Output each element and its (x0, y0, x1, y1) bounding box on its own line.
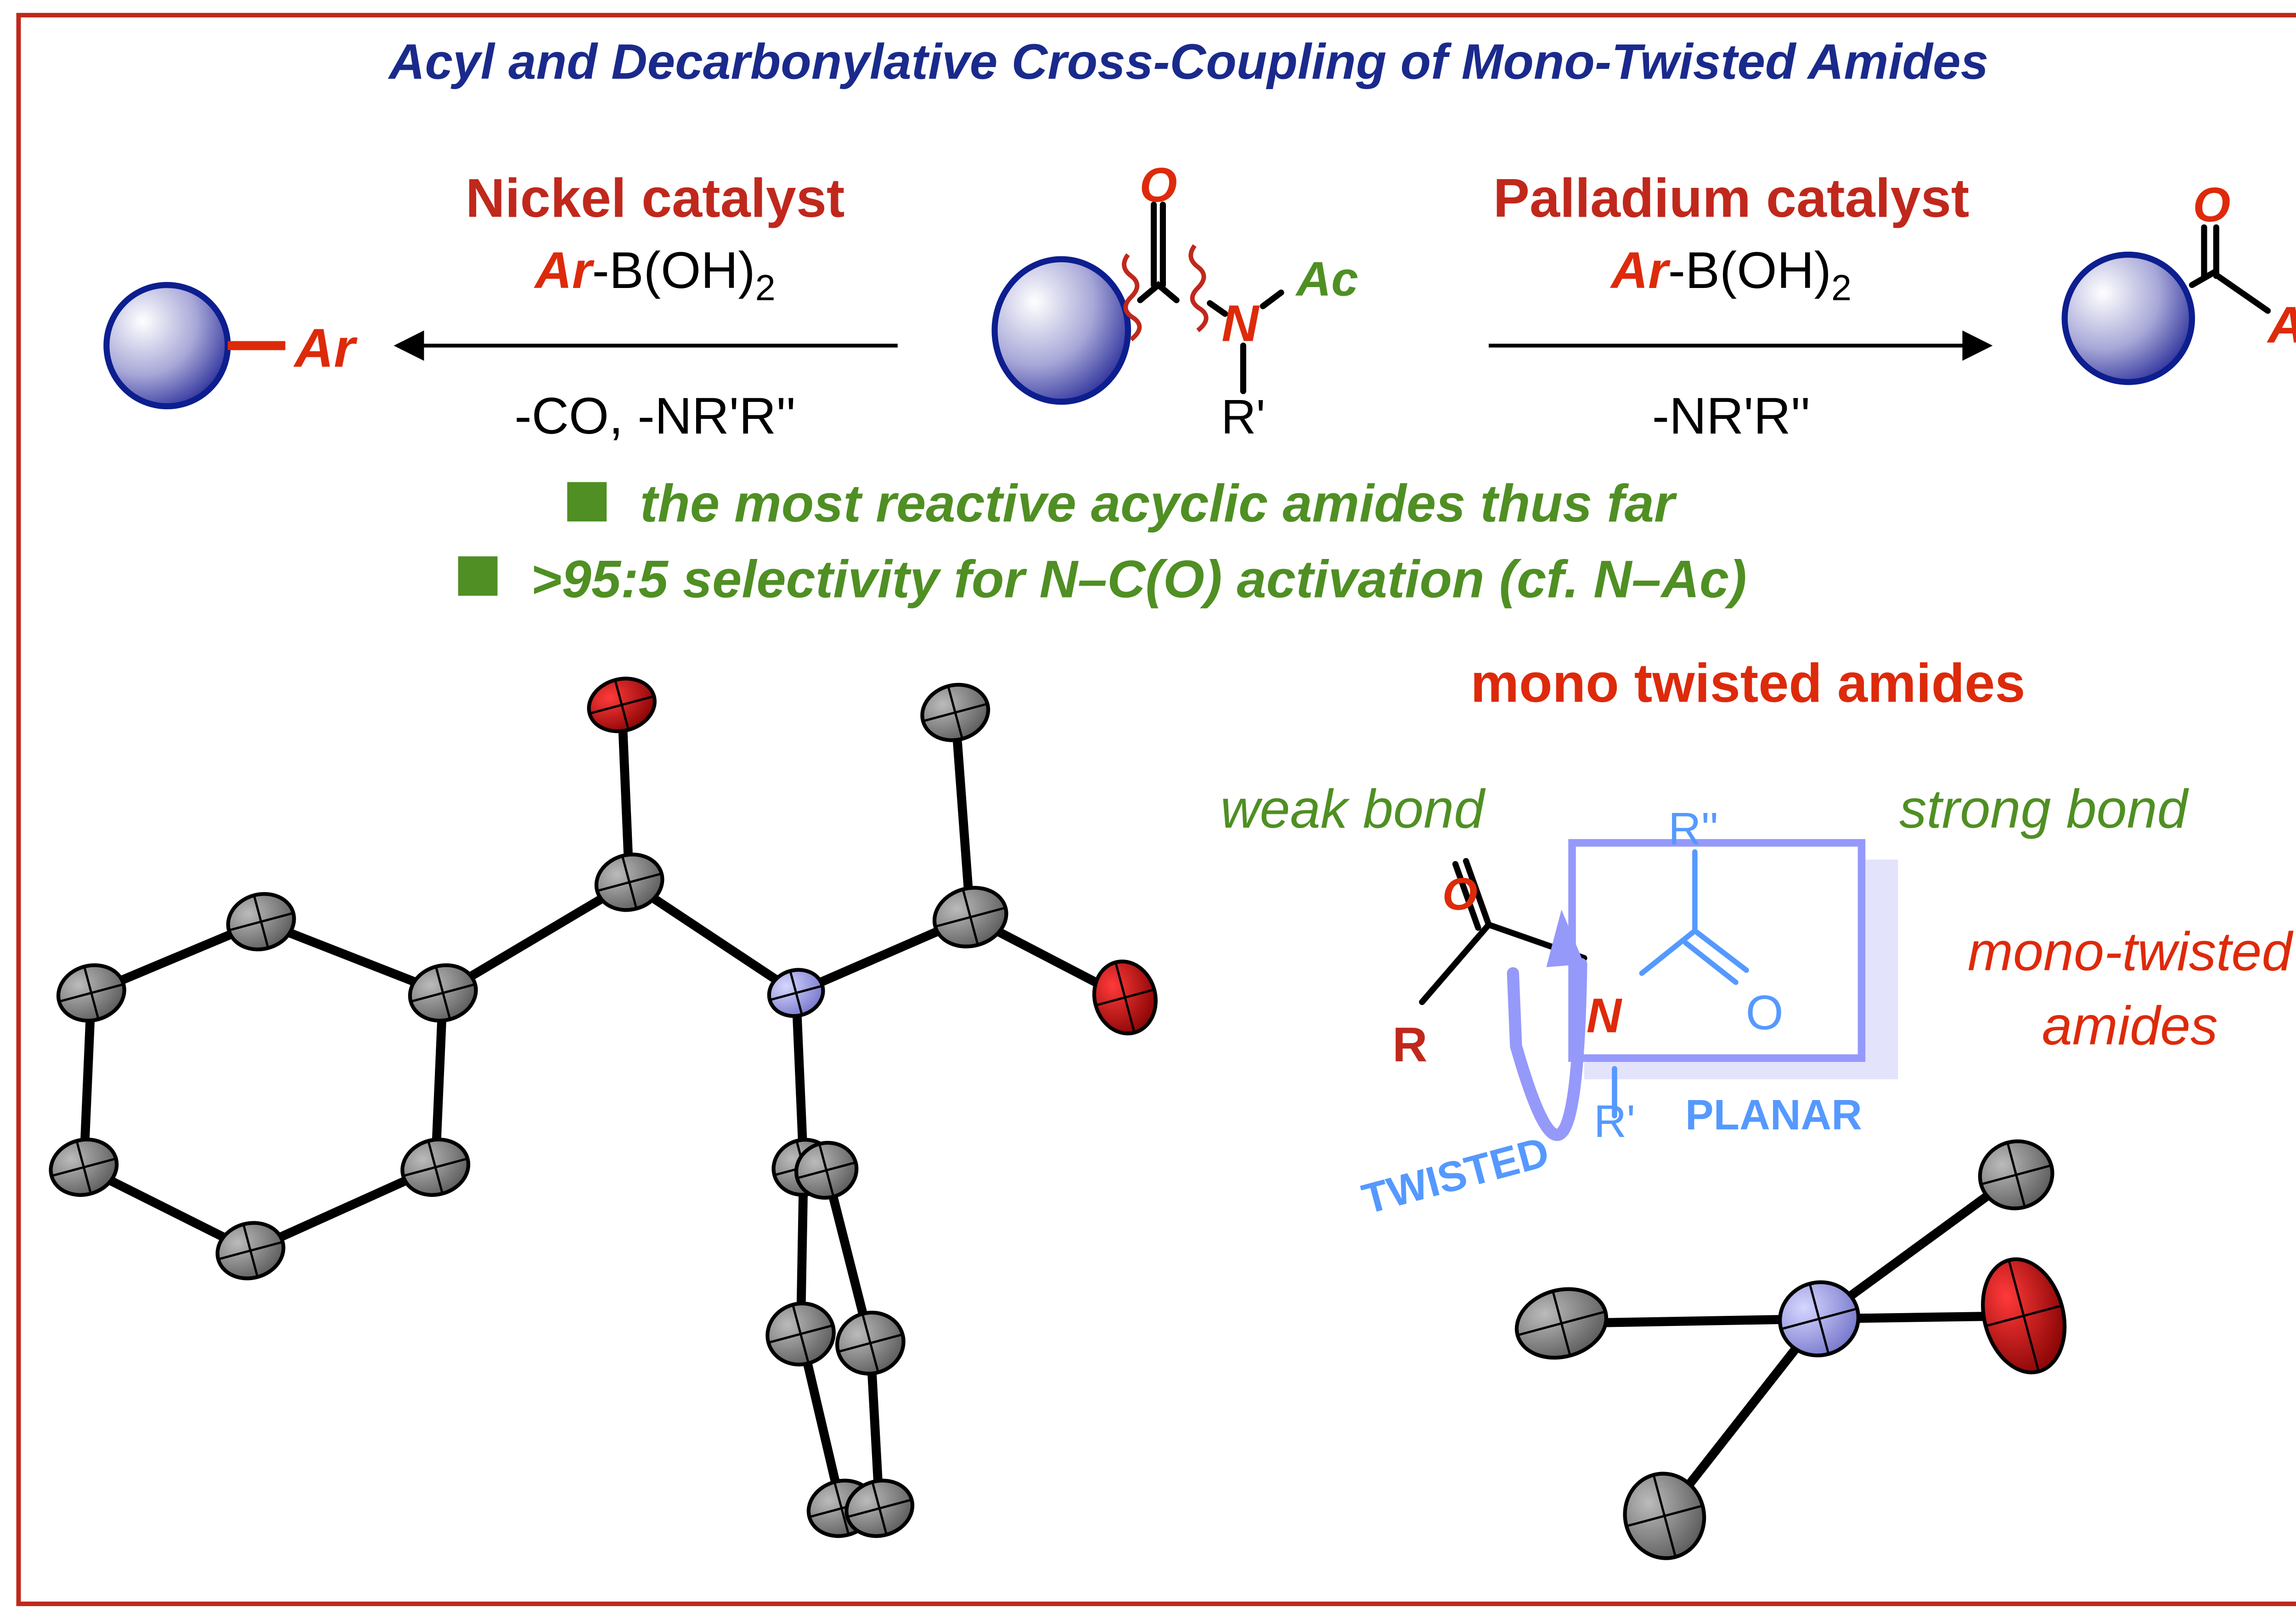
reagent-boronic: -B(OH) (1668, 241, 1831, 299)
product-sphere (2061, 251, 2195, 385)
left-reaction: Nickel catalyst Ar-B(OH)2 -CO, -NR'R'' A… (103, 168, 898, 445)
atom-principal-axes (51, 1140, 117, 1194)
right-reaction: Palladium catalyst Ar-B(OH)2 -NR'R'' O A… (1489, 168, 2296, 445)
left-reagent: Ar-B(OH)2 (534, 241, 776, 308)
product-ar: Ar (293, 318, 358, 379)
right-byproducts: -NR'R'' (1652, 387, 1811, 445)
atom-principal-axes (589, 679, 654, 730)
atom-principal-axes (847, 1482, 912, 1535)
atom-principal-axes (1781, 1283, 1858, 1354)
weak-bond-label: weak bond (1221, 778, 1486, 840)
wavy-bond-cleavage-icon (1188, 244, 1209, 333)
atom-principal-axes (1095, 962, 1155, 1033)
bullet-square-icon (458, 556, 498, 596)
scheme-r: R (1392, 1017, 1427, 1072)
r-prime-label: R' (1221, 390, 1265, 444)
side-label-line-2: amides (2042, 995, 2218, 1056)
palladium-catalyst-label: Palladium catalyst (1493, 168, 1970, 229)
atom-principal-axes (410, 966, 476, 1020)
right-reagent: Ar-B(OH)2 (1609, 241, 1851, 308)
atom-principal-axes (769, 970, 823, 1015)
atom-principal-axes (228, 895, 294, 948)
atom-principal-axes (838, 1313, 903, 1373)
left-byproducts: -CO, -NR'R'' (514, 387, 796, 445)
ortep-bond (627, 878, 799, 997)
bullet-square-icon (567, 482, 607, 522)
substrate-sphere (991, 256, 1131, 405)
reagent-ar: Ar (534, 241, 595, 299)
product-ar: Ar (2267, 296, 2296, 354)
atom-principal-axes (1985, 1260, 2062, 1372)
reagent-ar: Ar (1609, 241, 1671, 299)
nitrogen-label: N (1221, 294, 1260, 352)
reagent-subscript: 2 (755, 267, 776, 308)
frame (16, 13, 2296, 1606)
substrate-structure: O N Ac R' (991, 158, 1358, 444)
scheme-oxygen-2: O (1746, 986, 1784, 1040)
atom-principal-axes (797, 1144, 856, 1197)
twisted-label: TWISTED (1357, 1128, 1554, 1223)
planar-bonds (1612, 849, 1749, 1118)
atom-principal-axes (597, 855, 662, 909)
atom-principal-axes (935, 889, 1006, 946)
crystal-structures (49, 677, 2067, 1560)
side-label-line-1: mono-twisted (1968, 921, 2294, 982)
wavy-bond-cleavage-icon (1122, 253, 1142, 342)
scheme-nitrogen: N (1587, 989, 1623, 1043)
acetyl-label: Ac (1295, 252, 1358, 306)
atom-principal-axes (1626, 1474, 1703, 1557)
atom-principal-axes (1981, 1142, 2052, 1207)
carbonyl-bonds (1137, 201, 1180, 304)
strong-bond-label: strong bond (1899, 778, 2189, 840)
bullet-2: >95:5 selectivity for N–C(O) activation … (531, 549, 1747, 609)
atom-principal-axes (218, 1224, 283, 1277)
oxygen-label: O (1139, 158, 1177, 212)
title: Acyl and Decarbonylative Cross-Coupling … (388, 34, 1988, 90)
n-bonds (1207, 289, 1284, 395)
atom-principal-axes (768, 1304, 833, 1364)
planar-label: PLANAR (1685, 1091, 1862, 1139)
atom-principal-axes (59, 966, 124, 1020)
twist-scheme: weak bond strong bond O R N R'' O R' TWI… (1221, 778, 2294, 1223)
scheme-r-prime: R' (1594, 1095, 1635, 1146)
nickel-catalyst-label: Nickel catalyst (466, 168, 845, 229)
rotation-arrow-icon (1507, 958, 1587, 1141)
scheme-oxygen: O (1442, 868, 1478, 919)
ortep-bond (440, 878, 632, 997)
scheme-r-double-prime: R'' (1668, 803, 1718, 854)
reagent-subscript: 2 (1831, 267, 1851, 308)
ortep-bond (951, 712, 975, 918)
product-oxygen: O (2193, 178, 2230, 232)
atom-principal-axes (403, 1140, 468, 1194)
atom-principal-axes (1517, 1291, 1606, 1356)
mono-heading: mono twisted amides (1470, 653, 2025, 714)
bullet-1: the most reactive acyclic amides thus fa… (640, 474, 1677, 533)
substrate-sphere (103, 282, 231, 410)
ketone-bonds (2189, 224, 2271, 314)
twisted-bonds (1419, 858, 1587, 1005)
ortep-bond (617, 705, 634, 883)
rotation-arrowhead-icon (1546, 909, 1584, 967)
reagent-boronic: -B(OH) (592, 241, 755, 299)
atom-principal-axes (923, 686, 988, 739)
